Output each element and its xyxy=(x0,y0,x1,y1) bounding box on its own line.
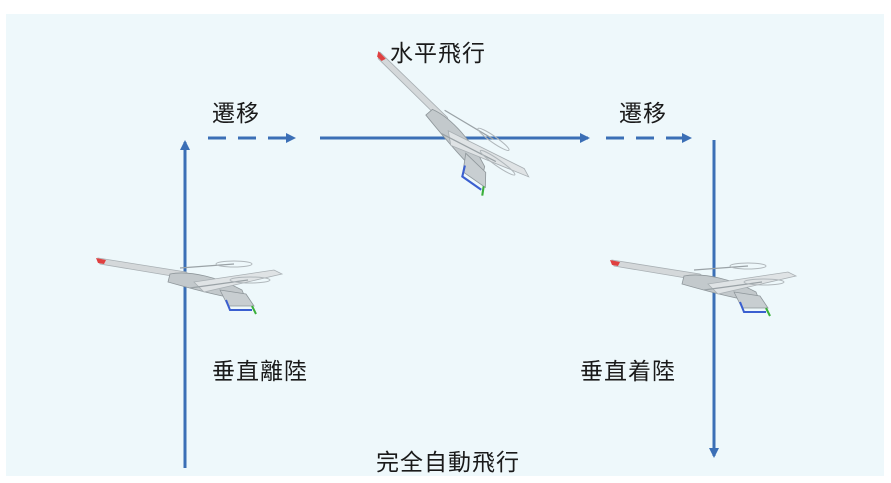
fully-automatic-flight-label: 完全自動飛行 xyxy=(376,450,520,476)
transition-right-label: 遷移 xyxy=(619,101,667,127)
vertical-landing-label: 垂直着陸 xyxy=(580,359,676,385)
background-panel xyxy=(6,14,884,476)
transition-left-label: 遷移 xyxy=(212,101,260,127)
horizontal-flight-label: 水平飛行 xyxy=(390,41,486,67)
vertical-takeoff-label: 垂直離陸 xyxy=(212,359,308,385)
